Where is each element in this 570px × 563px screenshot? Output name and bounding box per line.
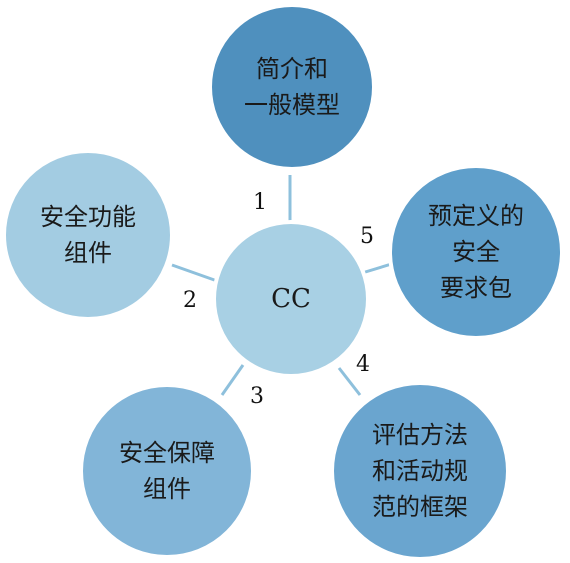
node-top-label: 简介和 一般模型 (244, 55, 340, 119)
number-2: 2 (183, 288, 197, 313)
number-1: 1 (253, 190, 267, 215)
node-left-label: 安全功能 组件 (40, 203, 136, 267)
node-center: CC (212, 220, 370, 378)
number-4: 4 (356, 352, 370, 377)
node-bottom-left-label: 安全保障 组件 (119, 439, 215, 503)
node-bottom-right-label: 评估方法 和活动规 范的框架 (372, 421, 468, 521)
node-bottom-right: 评估方法 和活动规 范的框架 (330, 381, 510, 561)
number-5: 5 (360, 224, 374, 249)
node-top: 简介和 一般模型 (208, 3, 376, 171)
node-center-label: CC (271, 283, 311, 314)
node-left: 安全功能 组件 (2, 149, 174, 321)
connector-bottom-right (337, 367, 362, 396)
connector-left (171, 263, 221, 284)
node-bottom-left: 安全保障 组件 (79, 383, 255, 559)
connector-bottom-left (220, 364, 245, 396)
node-top-right: 预定义的 安全 要求包 (388, 164, 564, 340)
node-top-right-label: 预定义的 安全 要求包 (428, 202, 524, 302)
number-3: 3 (250, 384, 264, 409)
